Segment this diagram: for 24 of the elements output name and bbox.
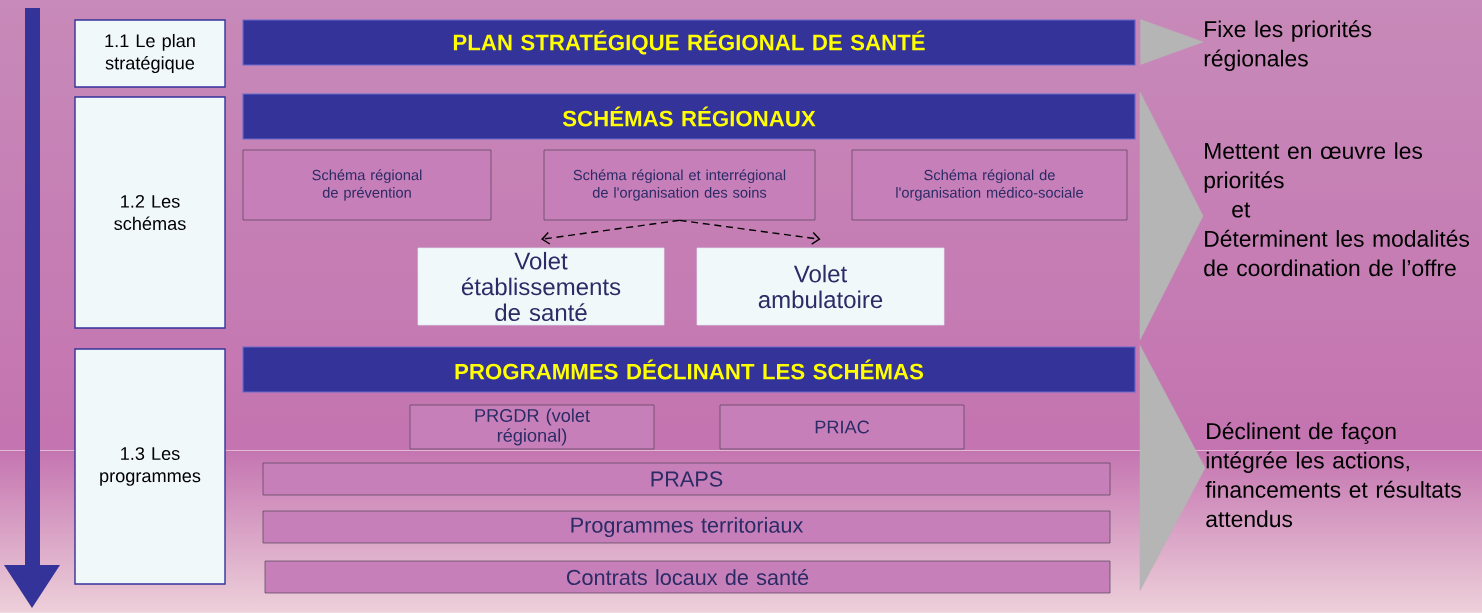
component-box: Volet ambulatoire bbox=[696, 247, 945, 326]
scheme-box: Schéma régional et interrégional de l'organisation des soins bbox=[543, 149, 816, 221]
title-banner: PLAN STRATÉGIQUE RÉGIONAL DE SANTÉ bbox=[242, 19, 1136, 66]
programme-box: PRGDR (volet régional) bbox=[409, 404, 655, 450]
scheme-box: Schéma régional de prévention bbox=[242, 149, 492, 221]
programme-box: PRIAC bbox=[719, 404, 965, 450]
note-text: Déclinent de façon intégrée les actions, financements et résultats attendus bbox=[1205, 422, 1461, 528]
title-banner: SCHÉMAS RÉGIONAUX bbox=[242, 93, 1136, 140]
note-text: Fixe les priorités régionales bbox=[1204, 20, 1372, 72]
programme-bar: Contrats locaux de santé bbox=[264, 560, 1111, 594]
note-text: Mettent en œuvre les priorités et Déterminent les modalités de coordination de l’offre bbox=[1204, 142, 1469, 277]
scheme-box: Schéma régional de l'organisation médico-sociale bbox=[851, 149, 1128, 221]
chevron-arrow bbox=[1139, 91, 1204, 341]
programme-bar: PRAPS bbox=[262, 462, 1111, 496]
title-banner: PROGRAMMES DÉCLINANT LES SCHÉMAS bbox=[242, 346, 1136, 393]
chevron-arrow bbox=[1139, 345, 1206, 591]
chevron-arrow bbox=[1140, 19, 1204, 65]
arrow bbox=[678, 219, 821, 245]
arrow bbox=[541, 219, 681, 245]
programme-bar: Programmes territoriaux bbox=[262, 510, 1111, 544]
level-box: 1.1 Le plan stratégique bbox=[74, 19, 226, 88]
level-box: 1.2 Les schémas bbox=[74, 96, 226, 329]
level-box: 1.3 Les programmes bbox=[74, 348, 226, 585]
component-box: Volet établissements de santé bbox=[417, 247, 665, 326]
